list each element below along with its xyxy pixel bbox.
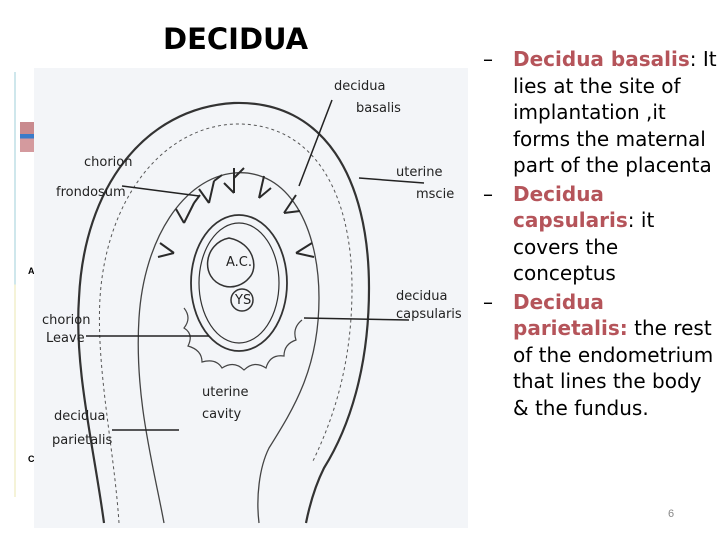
strip-line bbox=[14, 72, 16, 497]
bullet-term: Decidua basalis bbox=[513, 47, 690, 71]
dash-marker: – bbox=[483, 289, 493, 314]
decidua-diagram: A.C. YS decidua basalis chorion frondosu… bbox=[34, 68, 468, 528]
bullet-text: the rest of the endometrium that lines t… bbox=[513, 316, 714, 420]
bullet-decidua-capsularis: –Decidua capsularis: it covers the conce… bbox=[483, 181, 720, 287]
label-amniotic-cavity: A.C. bbox=[226, 255, 252, 270]
bullet-term: Decidua parietalis: bbox=[513, 289, 628, 341]
dash-marker: – bbox=[483, 47, 493, 71]
strip-letter-c: C bbox=[28, 454, 35, 464]
bullet-separator: : bbox=[627, 208, 641, 232]
bullet-separator: : bbox=[689, 47, 703, 71]
left-decorative-strip: A C bbox=[0, 62, 35, 500]
label-uterine-muscle-1: uterine bbox=[396, 165, 443, 180]
label-uterine-cavity-1: uterine bbox=[202, 385, 249, 400]
uterus-sketch: A.C. YS decidua basalis chorion frondosu… bbox=[42, 79, 462, 524]
bullet-list: –Decidua basalis: It lies at the site of… bbox=[483, 46, 720, 423]
label-chorion-frondosum-1: chorion bbox=[84, 155, 133, 170]
label-yolk-sac: YS bbox=[234, 293, 251, 308]
label-decidua-capsularis-1: decidua bbox=[396, 289, 447, 304]
label-decidua-basalis-1: decidua bbox=[334, 79, 385, 94]
label-chorion-frondosum-2: frondosum bbox=[56, 185, 126, 200]
label-decidua-basalis-2: basalis bbox=[356, 101, 401, 116]
slide-number: 6 bbox=[668, 508, 675, 520]
bullet-decidua-parietalis: –Decidua parietalis: the rest of the end… bbox=[483, 289, 720, 422]
bullet-text: it covers the conceptus bbox=[513, 208, 655, 285]
label-chorion-leave-2: Leave bbox=[46, 331, 85, 346]
label-decidua-parietalis-2: parietalis bbox=[52, 433, 112, 448]
label-decidua-capsularis-2: capsularis bbox=[396, 307, 462, 322]
bullet-decidua-basalis: –Decidua basalis: It lies at the site of… bbox=[483, 46, 720, 179]
label-chorion-leave-1: chorion bbox=[42, 313, 91, 328]
tissue-swatch bbox=[20, 122, 34, 152]
bullet-text: It lies at the site of implantation ,it … bbox=[513, 47, 717, 177]
bullet-term: Decidua capsularis bbox=[513, 181, 628, 233]
dash-marker: – bbox=[483, 181, 493, 206]
slide-title: DECIDUA bbox=[163, 22, 309, 56]
label-uterine-cavity-2: cavity bbox=[202, 407, 242, 422]
strip-letter-a: A bbox=[28, 266, 35, 276]
label-decidua-parietalis-1: decidua bbox=[54, 409, 105, 424]
label-uterine-muscle-2: mscie bbox=[416, 187, 454, 202]
